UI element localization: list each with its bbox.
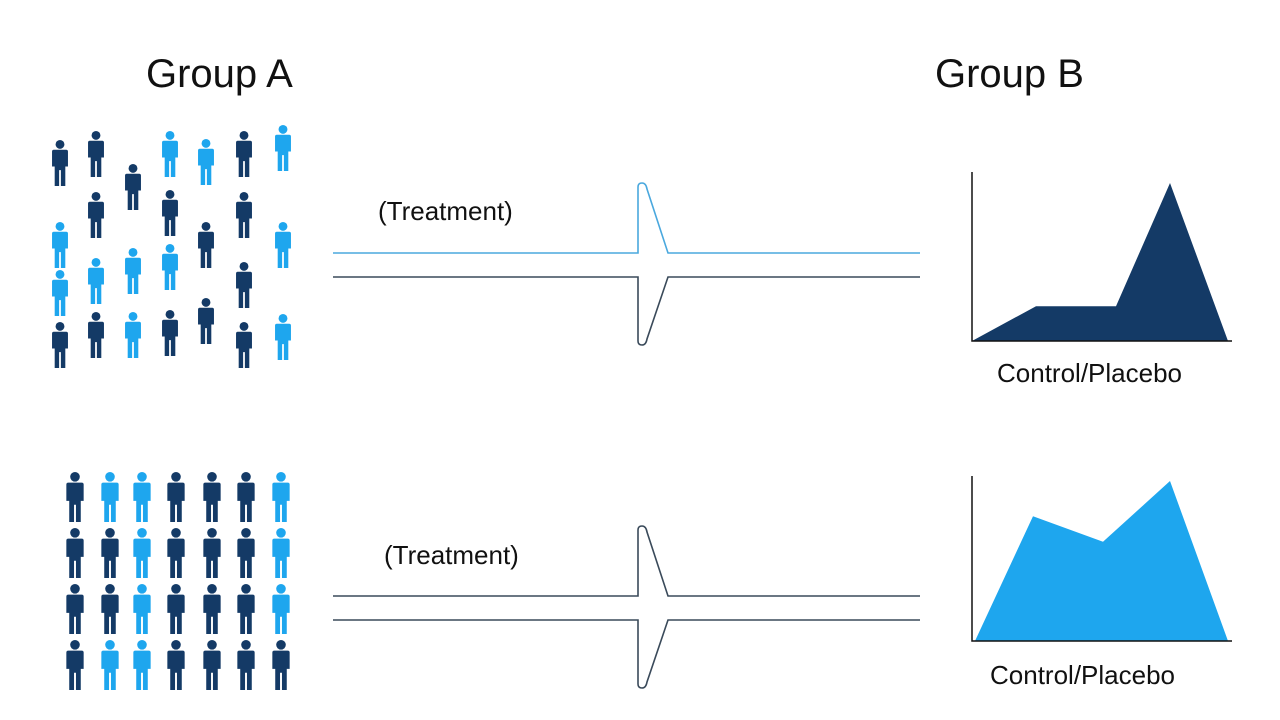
chart-axes	[971, 476, 1232, 642]
person-icon	[101, 472, 119, 522]
heading-group-a: Group A	[146, 52, 293, 96]
person-icon	[236, 262, 252, 308]
line-lower	[333, 619, 920, 689]
person-icon	[237, 640, 255, 690]
person-icon	[133, 640, 151, 690]
person-icon	[88, 258, 104, 304]
person-icon	[272, 640, 290, 690]
person-icon	[198, 298, 214, 344]
person-icon	[236, 192, 252, 238]
person-icon	[125, 164, 141, 210]
person-icon	[88, 312, 104, 358]
chart-axes	[971, 172, 1232, 342]
person-icon	[236, 131, 252, 177]
person-icon	[236, 322, 252, 368]
person-icon	[167, 584, 185, 634]
people-group-top	[52, 125, 291, 368]
person-icon	[275, 222, 291, 268]
heading-group-b: Group B	[935, 52, 1084, 96]
person-icon	[203, 640, 221, 690]
person-icon	[272, 472, 290, 522]
treatment-label-top: (Treatment)	[378, 196, 513, 226]
treatment-line-top	[333, 182, 920, 346]
person-icon	[167, 640, 185, 690]
area-shape	[972, 183, 1228, 341]
person-icon	[101, 528, 119, 578]
person-icon	[198, 139, 214, 185]
person-icon	[203, 472, 221, 522]
line-upper	[333, 525, 920, 597]
person-icon	[203, 528, 221, 578]
person-icon	[52, 140, 68, 186]
treatment-line-bottom	[333, 525, 920, 689]
outcome-label-bottom: Control/Placebo	[990, 660, 1175, 690]
person-icon	[275, 314, 291, 360]
person-icon	[203, 584, 221, 634]
person-icon	[66, 472, 84, 522]
treatment-label-bottom: (Treatment)	[384, 540, 519, 570]
person-icon	[88, 192, 104, 238]
person-icon	[125, 312, 141, 358]
person-icon	[101, 640, 119, 690]
person-icon	[133, 584, 151, 634]
person-icon	[162, 244, 178, 290]
people-group-bottom	[66, 472, 290, 690]
person-icon	[52, 270, 68, 316]
line-upper	[333, 182, 920, 254]
person-icon	[198, 222, 214, 268]
person-icon	[88, 131, 104, 177]
person-icon	[272, 528, 290, 578]
person-icon	[133, 528, 151, 578]
person-icon	[125, 248, 141, 294]
person-icon	[162, 310, 178, 356]
person-icon	[237, 584, 255, 634]
person-icon	[66, 528, 84, 578]
person-icon	[167, 528, 185, 578]
person-icon	[237, 528, 255, 578]
outcome-label-top: Control/Placebo	[997, 358, 1182, 388]
person-icon	[237, 472, 255, 522]
person-icon	[101, 584, 119, 634]
person-icon	[272, 584, 290, 634]
person-icon	[162, 190, 178, 236]
person-icon	[167, 472, 185, 522]
person-icon	[66, 640, 84, 690]
person-icon	[52, 322, 68, 368]
outcome-chart-top	[971, 172, 1232, 342]
line-lower	[333, 276, 920, 346]
person-icon	[275, 125, 291, 171]
outcome-chart-bottom	[971, 476, 1232, 642]
person-icon	[52, 222, 68, 268]
person-icon	[162, 131, 178, 177]
person-icon	[66, 584, 84, 634]
person-icon	[133, 472, 151, 522]
area-shape	[975, 481, 1228, 641]
